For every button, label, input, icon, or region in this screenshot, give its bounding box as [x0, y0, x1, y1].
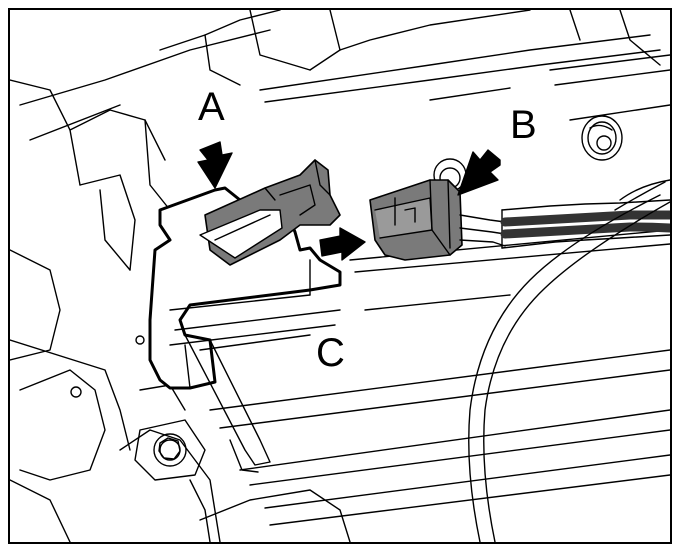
- wire-harness: [459, 179, 670, 249]
- arrow-removal-icon: [319, 227, 366, 261]
- grommet: [581, 115, 623, 161]
- callout-b: B: [510, 103, 537, 147]
- diagram-frame: A B C: [8, 8, 672, 544]
- cable-loop: [468, 194, 670, 542]
- arrow-b-icon: [457, 149, 501, 196]
- mounting-bolt: [134, 419, 206, 481]
- callout-c: C: [316, 331, 345, 375]
- service-illustration: A B C: [10, 10, 670, 542]
- connector-b: [369, 179, 463, 261]
- callout-a: A: [198, 85, 225, 129]
- arrow-a-icon: [197, 141, 233, 189]
- clip-a: [199, 159, 341, 266]
- background-structure: [10, 10, 670, 542]
